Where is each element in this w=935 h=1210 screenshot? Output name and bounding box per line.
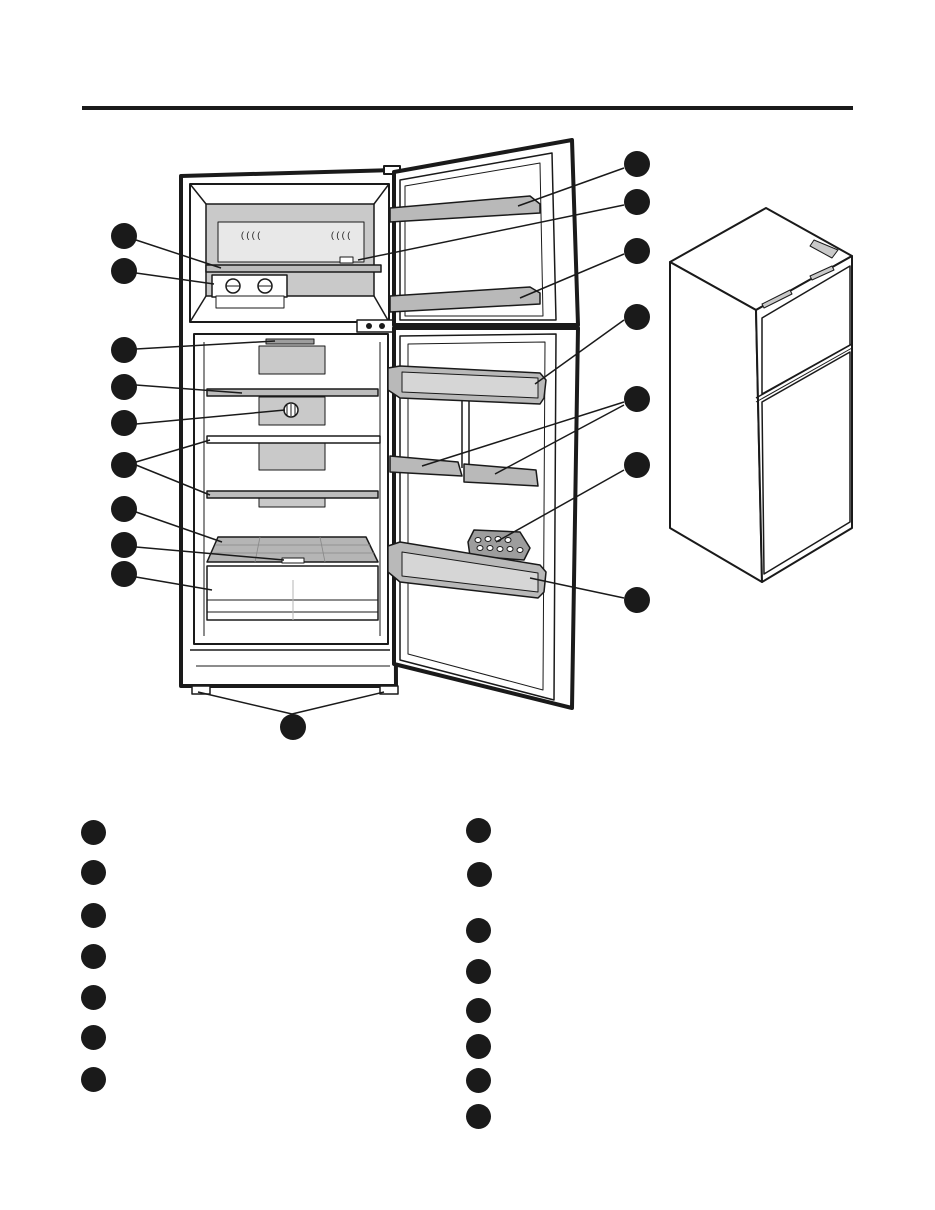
callout-marker: [111, 337, 137, 363]
legend-marker: [81, 903, 106, 928]
leader-lines: [135, 167, 625, 715]
callout-marker: [111, 374, 137, 400]
callout-marker: [624, 386, 650, 412]
legend-marker: [81, 860, 106, 885]
callout-marker: [111, 223, 137, 249]
callout-marker: [111, 452, 137, 478]
callout-marker: [280, 714, 306, 740]
open-refrigerator: (((( ((((: [179, 165, 401, 695]
callout-marker: [111, 561, 137, 587]
legend-marker: [81, 985, 106, 1010]
legend-marker: [466, 818, 491, 843]
shelf-1: [206, 388, 379, 397]
legend-marker: [466, 1104, 491, 1129]
shelf-2: [206, 435, 381, 444]
callout-marker: [111, 410, 137, 436]
freezer-door-shelf-upper: [389, 195, 541, 223]
callout-marker: [624, 452, 650, 478]
closed-refrigerator: [669, 207, 853, 583]
humidity-control: [281, 557, 305, 564]
small-door-bin-left: [389, 455, 463, 477]
legend-marker: [81, 1025, 106, 1050]
leveling-leg-right: [379, 685, 399, 695]
freezer-door-shelf-lower: [389, 286, 541, 313]
legend-marker: [466, 959, 491, 984]
callout-marker: [624, 304, 650, 330]
callout-marker: [111, 496, 137, 522]
callout-marker: [624, 151, 650, 177]
svg-text:((((: ((((: [240, 231, 262, 241]
callout-marker: [111, 258, 137, 284]
legend-marker: [81, 1067, 106, 1092]
legend-marker: [81, 820, 106, 845]
shelf-3: [206, 490, 379, 499]
callout-markers: [111, 151, 650, 740]
svg-text:((((: ((((: [330, 231, 352, 241]
callout-marker: [624, 238, 650, 264]
callout-marker: [624, 587, 650, 613]
callout-marker: [624, 189, 650, 215]
legend-marker: [466, 918, 491, 943]
leveling-leg-left: [191, 685, 211, 695]
legend-marker: [81, 944, 106, 969]
freezer-shelf: [205, 264, 382, 273]
small-door-bin-right: [463, 463, 539, 487]
legend-marker: [466, 1034, 491, 1059]
legend-marker: [466, 998, 491, 1023]
callout-marker: [111, 532, 137, 558]
ice-tray-box: [211, 274, 288, 298]
closed-fridge-side: [669, 261, 763, 583]
open-doors: [387, 138, 580, 710]
legend-marker: [466, 1068, 491, 1093]
legend-marker: [467, 862, 492, 887]
